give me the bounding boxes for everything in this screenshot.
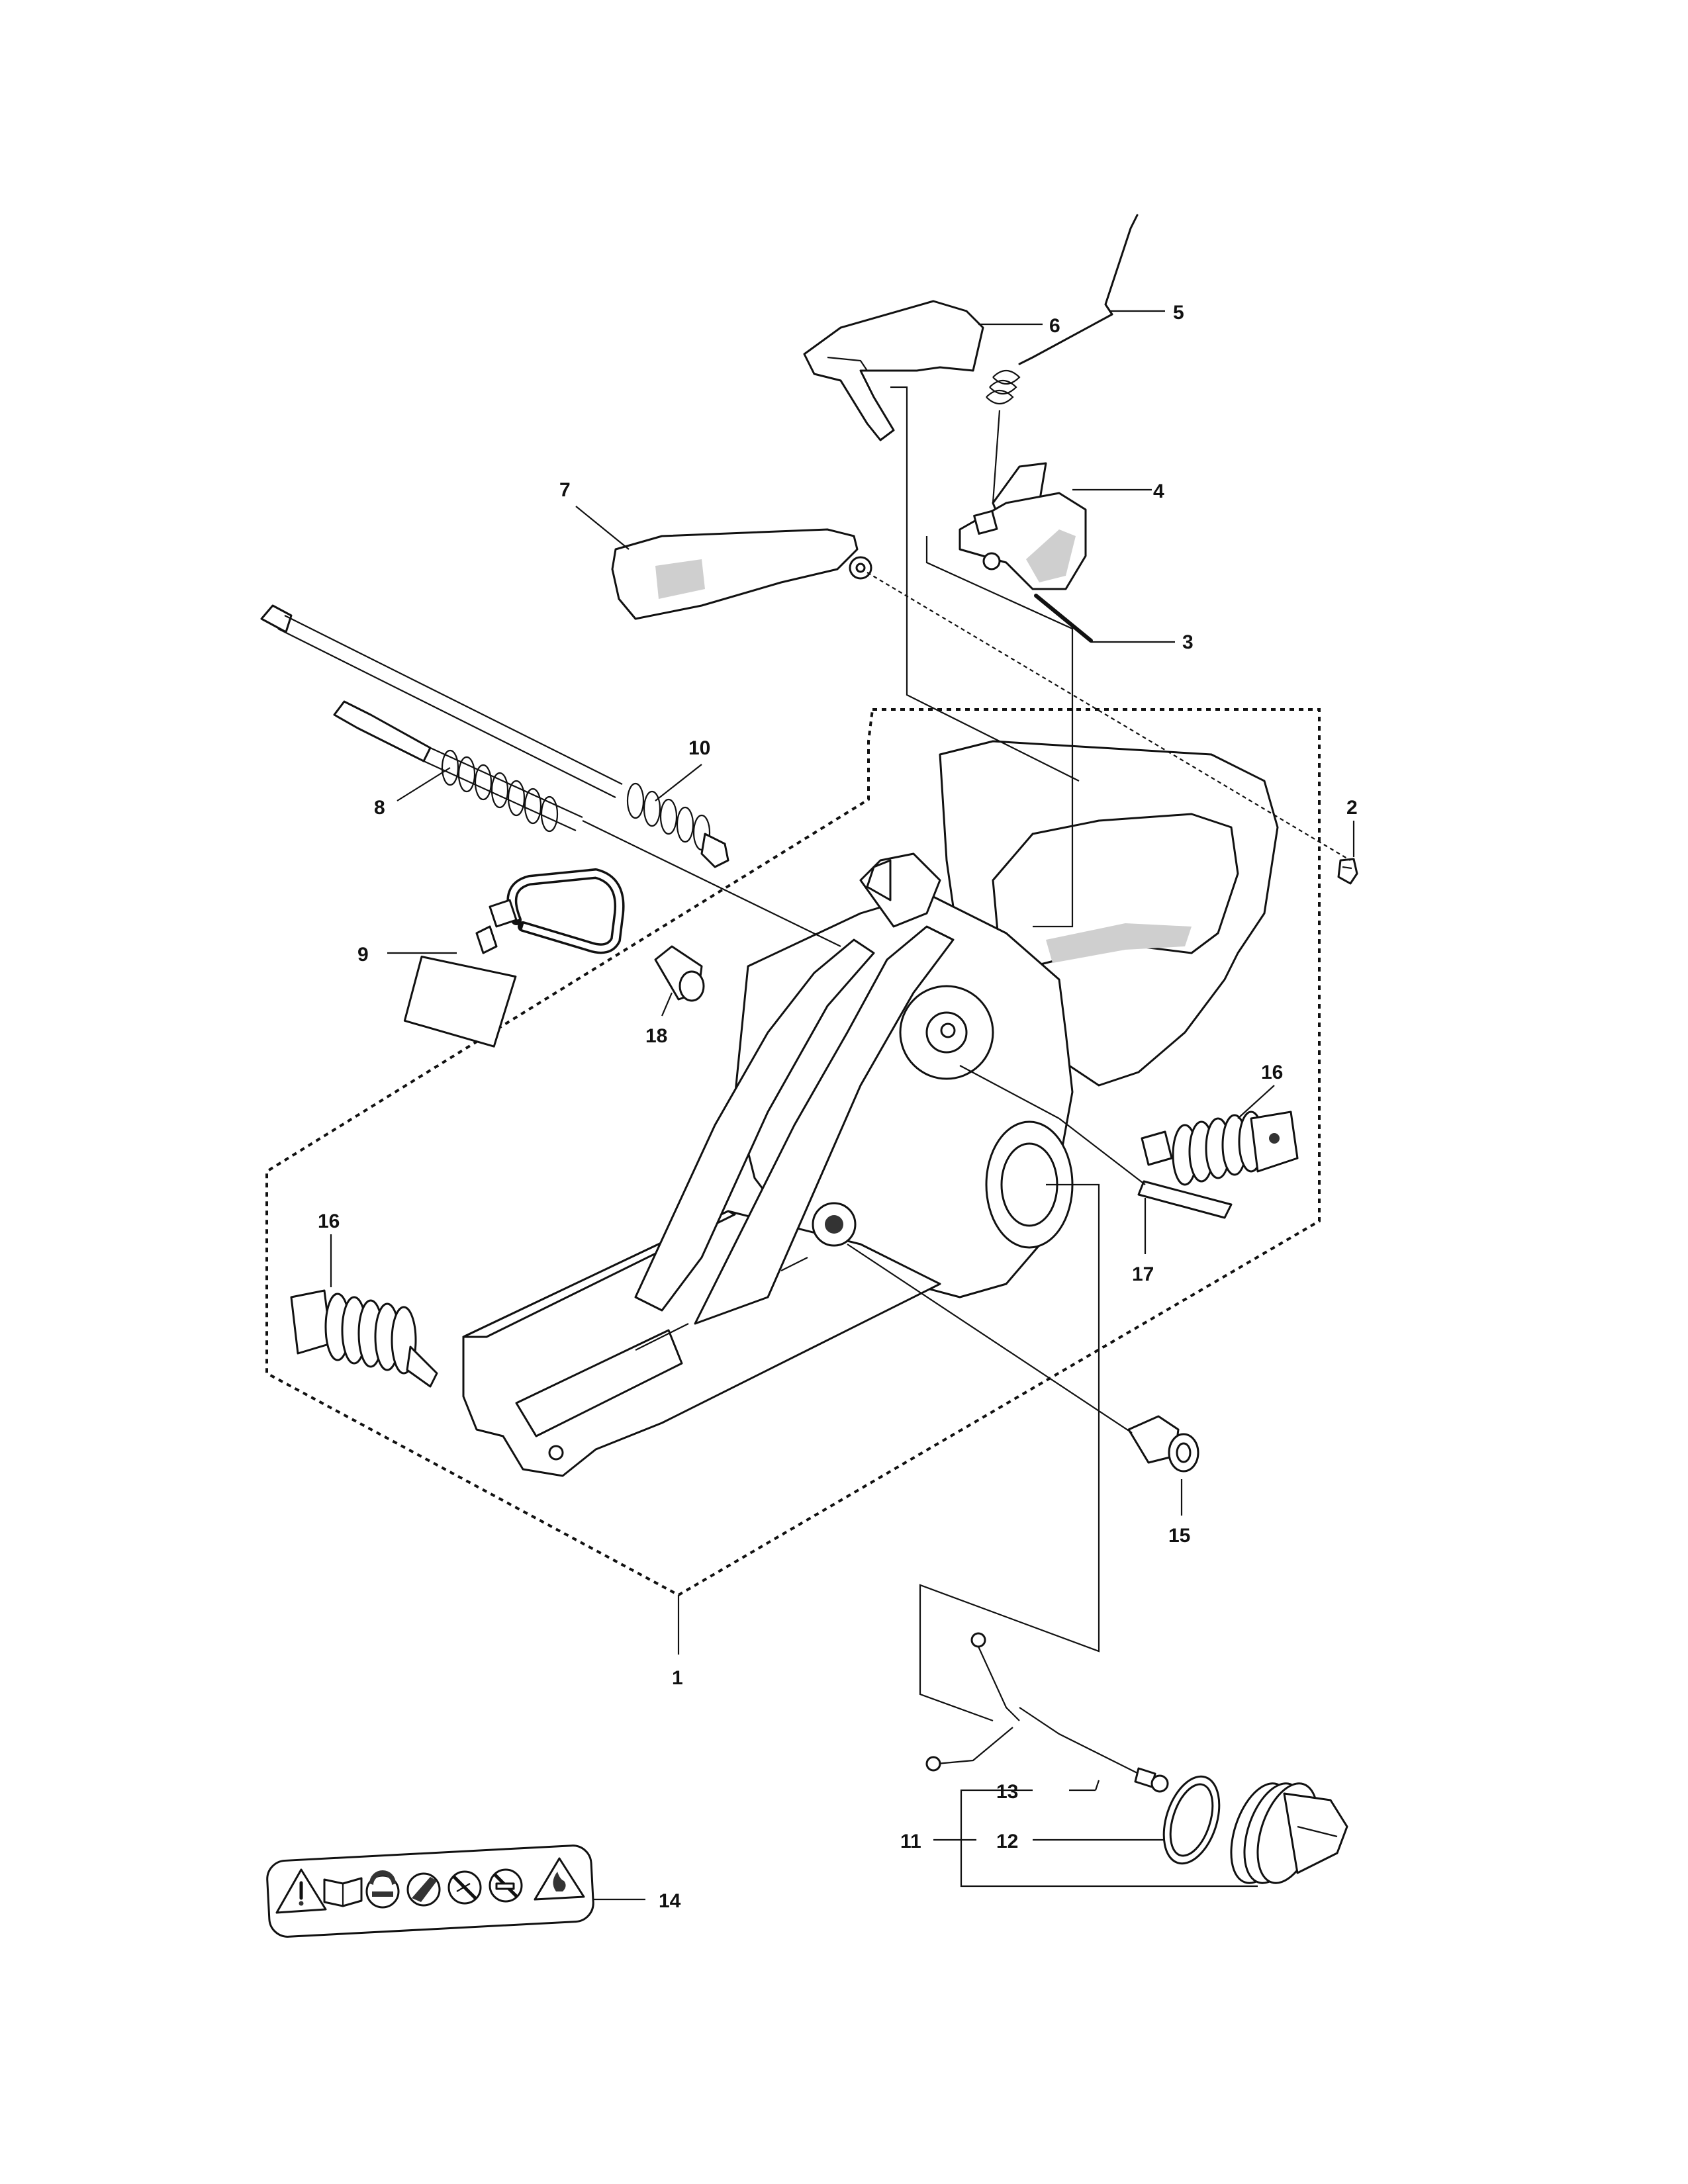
label-11: 11 xyxy=(900,1831,921,1852)
part-4-throttle-lockout xyxy=(959,462,1152,590)
label-5: 5 xyxy=(1173,302,1184,324)
no-one-hand-icon xyxy=(447,1870,482,1905)
part-17-pin xyxy=(1058,1118,1233,1254)
part-2-screw xyxy=(1337,821,1358,885)
label-13: 13 xyxy=(996,1781,1018,1803)
label-17: 17 xyxy=(1132,1263,1154,1285)
label-12: 12 xyxy=(996,1831,1018,1852)
label-14: 14 xyxy=(659,1890,681,1912)
part-3-pin xyxy=(1034,594,1175,643)
handle-tank-body xyxy=(462,740,1279,1477)
label-6: 6 xyxy=(1049,315,1060,337)
label-16-left: 16 xyxy=(318,1210,340,1232)
part-14-warning-decal xyxy=(266,1844,645,1938)
part-5-spring xyxy=(986,214,1165,504)
part-13-fuel-pickup xyxy=(925,1632,1169,1793)
ear-eye-protection-icon xyxy=(365,1870,400,1909)
part-11-fuel-cap xyxy=(1230,1782,1348,1884)
part-18-bushing xyxy=(654,945,705,1017)
part-15-bushing xyxy=(847,1244,1199,1516)
no-smoking-icon xyxy=(489,1868,523,1903)
part-6-trigger xyxy=(803,300,1080,782)
label-2: 2 xyxy=(1346,797,1358,819)
part-labels: 1 2 3 4 5 6 7 8 9 10 11 12 13 14 15 16 1… xyxy=(318,302,1358,1912)
label-3: 3 xyxy=(1182,631,1194,653)
part-7-trigger xyxy=(575,506,872,620)
part-10-cable xyxy=(260,604,729,868)
part-16-damper-right xyxy=(1141,1085,1299,1186)
label-7: 7 xyxy=(559,479,571,501)
label-9: 9 xyxy=(357,944,369,966)
assembly-leaders xyxy=(867,572,1351,1119)
label-15: 15 xyxy=(1168,1525,1190,1547)
bracket-cap-group xyxy=(919,1183,1100,1722)
manual-book-icon xyxy=(323,1877,363,1907)
warning-triangle-icon xyxy=(275,1868,327,1914)
label-10: 10 xyxy=(688,737,710,759)
label-18: 18 xyxy=(645,1025,667,1047)
bracket-3-4 xyxy=(925,536,1074,928)
label-1: 1 xyxy=(672,1667,683,1689)
assembly-boundary xyxy=(265,708,1321,1597)
cap-group-leaders xyxy=(933,1780,1258,1888)
part-8-cable xyxy=(333,700,841,947)
part-16-damper-left xyxy=(290,1234,438,1388)
label-8: 8 xyxy=(374,797,385,819)
part-12-gasket xyxy=(1162,1775,1221,1865)
part-9-fuel-filter xyxy=(387,868,625,1048)
fire-warning-icon xyxy=(534,1857,585,1901)
label-16-right: 16 xyxy=(1261,1062,1283,1083)
kickback-icon xyxy=(406,1872,441,1907)
label-4: 4 xyxy=(1153,480,1164,502)
